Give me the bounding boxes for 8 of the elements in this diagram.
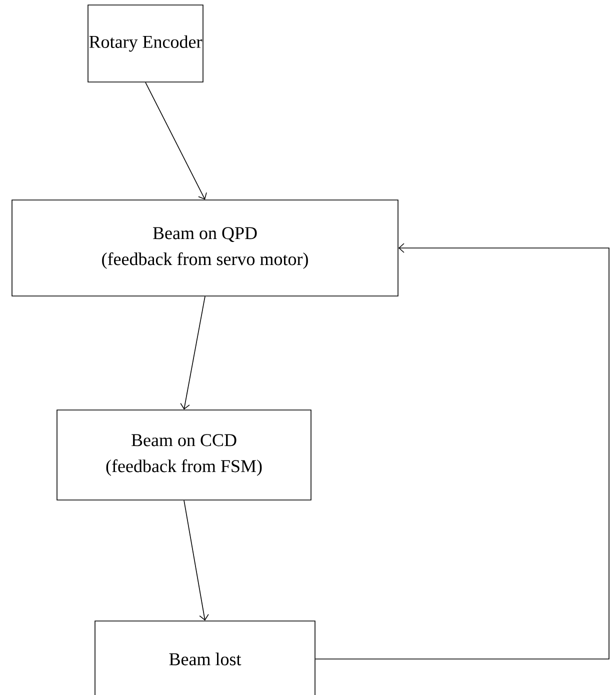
process-box: Beam lost <box>94 620 316 695</box>
process-box: Rotary Encoder <box>88 4 204 82</box>
process-box: Beam on QPD (feedback from servo motor) <box>12 200 398 296</box>
arrow <box>145 82 207 200</box>
arrow <box>180 296 206 410</box>
arrow <box>315 243 610 660</box>
arrow <box>184 500 209 621</box>
process-box: Beam on CCD (feedback from FSM) <box>56 410 312 500</box>
